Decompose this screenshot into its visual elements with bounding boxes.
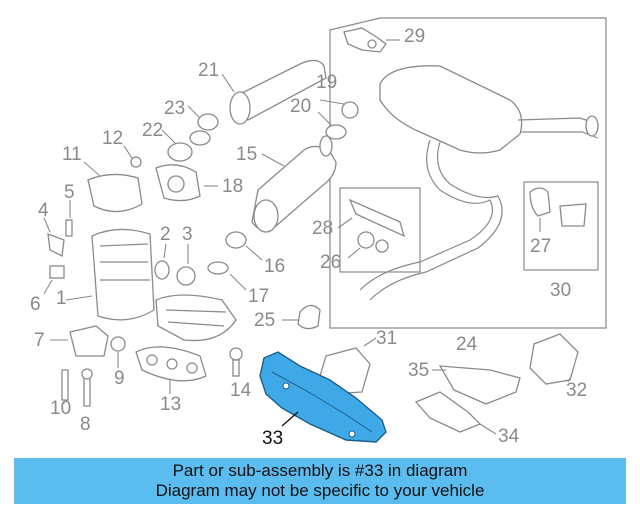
group-30-parts <box>529 187 587 232</box>
callout-31: 31 <box>376 328 397 349</box>
exhaust-manifold-1 <box>65 228 155 321</box>
group-28-outline <box>339 187 421 273</box>
hanger-25 <box>282 304 321 330</box>
clamp-16-gasket-17 <box>207 231 263 291</box>
callout-34: 34 <box>498 426 520 447</box>
callout-25: 25 <box>254 310 275 331</box>
callout-23: 23 <box>164 98 185 119</box>
callout-30: 30 <box>550 280 571 301</box>
callout-7: 7 <box>34 330 45 351</box>
bracket-7-hardware <box>50 325 126 407</box>
callout-35: 35 <box>408 360 429 381</box>
studs-and-brackets <box>43 200 73 295</box>
callout-27: 27 <box>530 236 551 257</box>
turbo-assembly <box>83 145 218 213</box>
callout-4: 4 <box>38 200 49 221</box>
gasket-parts <box>161 99 359 162</box>
exhaust-parts-diagram: 1 2 3 4 5 6 7 8 9 10 11 12 13 14 15 16 1… <box>30 17 607 449</box>
callout-11: 11 <box>62 144 82 165</box>
callout-1: 1 <box>56 288 67 309</box>
callout-8: 8 <box>80 414 91 435</box>
front-pipe-21 <box>221 59 327 125</box>
heat-shield-35 <box>432 365 521 405</box>
callout-15: 15 <box>236 144 257 165</box>
callout-5: 5 <box>64 182 75 203</box>
callout-22: 22 <box>142 120 163 141</box>
heat-shield-34 <box>414 391 497 435</box>
callout-3: 3 <box>182 224 193 245</box>
callout-10: 10 <box>50 398 71 419</box>
caption-line-disclaimer: Diagram may not be specific to your vehi… <box>155 481 485 500</box>
heat-shield-33-highlighted[interactable] <box>259 351 387 443</box>
group-30-outline <box>523 181 599 271</box>
callout-28: 28 <box>312 218 333 239</box>
callout-20: 20 <box>290 96 311 117</box>
callout-9: 9 <box>114 368 125 389</box>
front-converter <box>155 294 237 342</box>
callout-19: 19 <box>316 72 337 93</box>
callout-17: 17 <box>248 286 269 307</box>
catalytic-converter-15 <box>251 135 337 233</box>
callout-2: 2 <box>160 224 171 245</box>
callout-12: 12 <box>102 128 123 149</box>
callout-32: 32 <box>566 380 587 401</box>
rear-muffler <box>359 65 599 301</box>
callout-29: 29 <box>404 26 425 47</box>
callout-18: 18 <box>222 176 243 197</box>
callout-6: 6 <box>30 294 41 315</box>
callout-14: 14 <box>230 380 252 401</box>
gaskets-2-3 <box>154 243 196 286</box>
group-28-parts <box>337 198 406 259</box>
callout-24: 24 <box>456 334 478 355</box>
gasket-13 <box>135 346 207 394</box>
group-24-outline <box>329 17 607 329</box>
caption-line-part: Part or sub-assembly is #33 in diagram <box>172 461 468 480</box>
caption-banner: Part or sub-assembly is #33 in diagram D… <box>14 458 626 504</box>
callout-21: 21 <box>198 60 219 81</box>
heat-shield-32 <box>529 333 579 385</box>
callout-13: 13 <box>160 394 181 415</box>
bracket-29 <box>343 27 400 53</box>
callout-16: 16 <box>264 256 285 277</box>
callout-26: 26 <box>320 252 341 273</box>
bolt-14 <box>229 347 243 377</box>
callout-33: 33 <box>262 428 283 449</box>
